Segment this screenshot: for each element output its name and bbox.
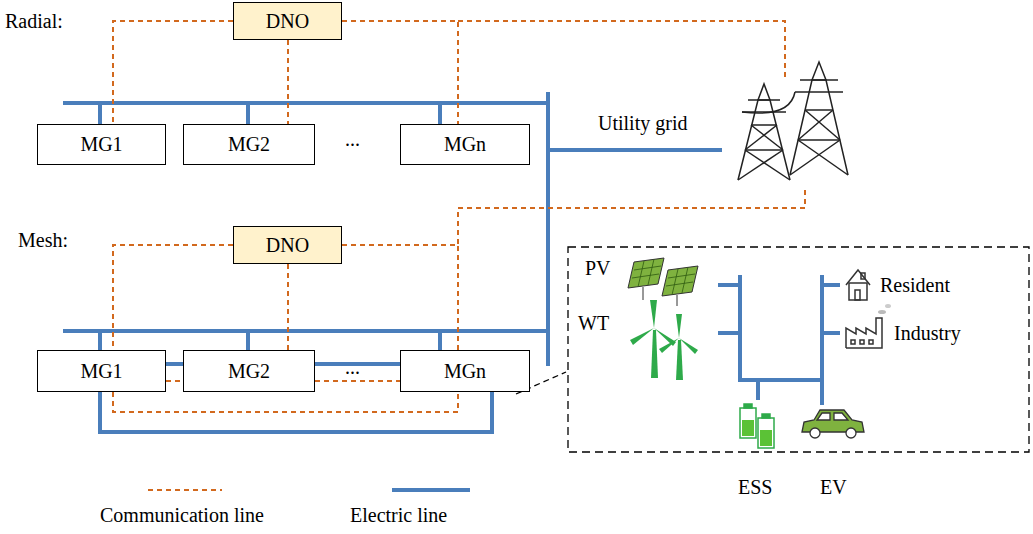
ess-icon: [740, 404, 774, 448]
source-label: WT: [578, 312, 609, 335]
grid-label: Utility grid: [598, 112, 687, 135]
node-text: MG2: [228, 360, 270, 383]
communication-line: [287, 40, 289, 124]
utility-tower: [738, 62, 848, 180]
legend-sample-communication: [148, 489, 222, 491]
microgrid-box: MGn: [400, 350, 530, 392]
communication-line: [342, 21, 458, 124]
load-label: Resident: [880, 274, 950, 297]
vehicle-label: EV: [820, 476, 847, 499]
node-text: MG1: [80, 133, 122, 156]
node-text: MG2: [228, 133, 270, 156]
microgrid-box: MG2: [183, 350, 315, 392]
legend-sample-electric: [392, 488, 470, 492]
operator-box: DNO: [233, 2, 342, 40]
ellipsis: ...: [345, 128, 360, 151]
node-text: DNO: [266, 10, 309, 33]
node-text: DNO: [266, 234, 309, 257]
node-text: MG1: [80, 360, 122, 383]
electric-line: [100, 392, 492, 432]
load-label: Industry: [894, 322, 961, 345]
resident-icon: [846, 270, 870, 300]
microgrid-box: MG1: [37, 350, 166, 392]
section-label: Mesh:: [18, 229, 68, 252]
microgrid-box: MG2: [183, 124, 315, 165]
legend-text: Electric line: [350, 504, 447, 527]
node-text: MGn: [444, 360, 486, 383]
industry-icon: [846, 304, 891, 348]
node-text: MGn: [444, 133, 486, 156]
communication-line: [287, 264, 289, 350]
legend-text: Communication line: [100, 504, 264, 527]
microgrid-box: MGn: [400, 124, 530, 165]
communication-line: [113, 21, 233, 124]
communication-line: [113, 392, 458, 412]
operator-box: DNO: [233, 226, 342, 264]
communication-line: [166, 380, 183, 382]
wind-turbine-icon: [630, 300, 698, 380]
electric-line: [166, 362, 183, 366]
communication-line: [113, 245, 233, 350]
ev-icon: [802, 410, 864, 438]
communication-line: [315, 380, 400, 382]
pv-icon: [628, 258, 698, 306]
inset-frame: [568, 247, 1029, 452]
section-label: Radial:: [5, 10, 63, 33]
storage-label: ESS: [738, 476, 772, 499]
inset-bus: [718, 275, 840, 405]
ellipsis: ...: [345, 356, 360, 379]
source-label: PV: [585, 257, 611, 280]
microgrid-box: MG1: [37, 124, 166, 165]
communication-line: [342, 245, 458, 350]
